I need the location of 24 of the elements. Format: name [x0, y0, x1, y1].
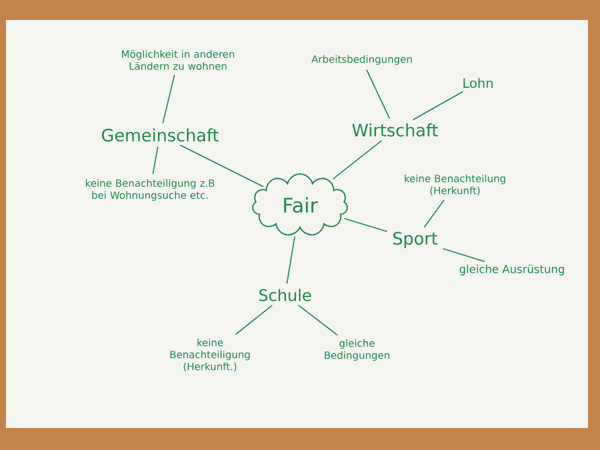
- connector-line: [442, 248, 485, 262]
- connector-line: [152, 146, 158, 174]
- connector-line: [235, 304, 273, 335]
- topic-label: Sport: [393, 232, 438, 248]
- note-text: Lohn: [464, 78, 493, 88]
- connector-line: [286, 236, 296, 284]
- connector-line: [180, 144, 264, 188]
- note-text: keine Benachteiligung z.B bei Wohnungsuche etc.: [86, 179, 214, 201]
- topic-label: Wirtschaft: [352, 123, 438, 137]
- note-text: Möglichkeit in anderen Ländern zu wohnen: [122, 50, 234, 70]
- note-text: keine Benachteiligung (Herkunft.): [170, 338, 250, 372]
- note-text: gleiche Bedingungen: [324, 339, 390, 361]
- note-text: gleiche Ausrüstung: [460, 264, 564, 276]
- connector-line: [344, 218, 388, 232]
- connector-line: [424, 200, 444, 228]
- topic-label: Schule: [259, 288, 311, 302]
- note-text: keine Benachteilung (Herkunft): [404, 174, 506, 196]
- topic-label: Gemeinschaft: [102, 128, 219, 142]
- connector-line: [366, 70, 390, 119]
- connector-line: [162, 74, 175, 124]
- connector-line: [298, 304, 338, 336]
- connector-line: [412, 91, 463, 120]
- note-text: Arbeitsbedingungen: [312, 55, 412, 65]
- connector-line: [332, 140, 382, 180]
